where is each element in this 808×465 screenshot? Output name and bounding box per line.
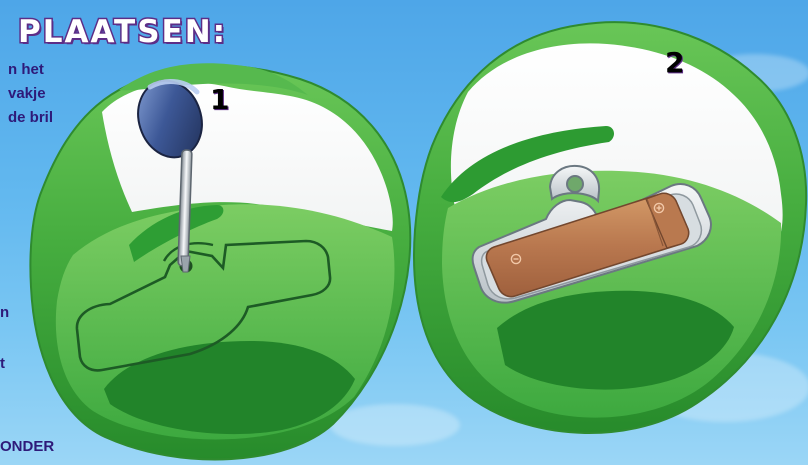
step-1-number: 1 — [210, 83, 229, 116]
step-1-illustration: 1 — [30, 63, 410, 459]
step-2-number: 2 — [665, 46, 684, 79]
step-2-illustration: 2 — [414, 22, 806, 433]
